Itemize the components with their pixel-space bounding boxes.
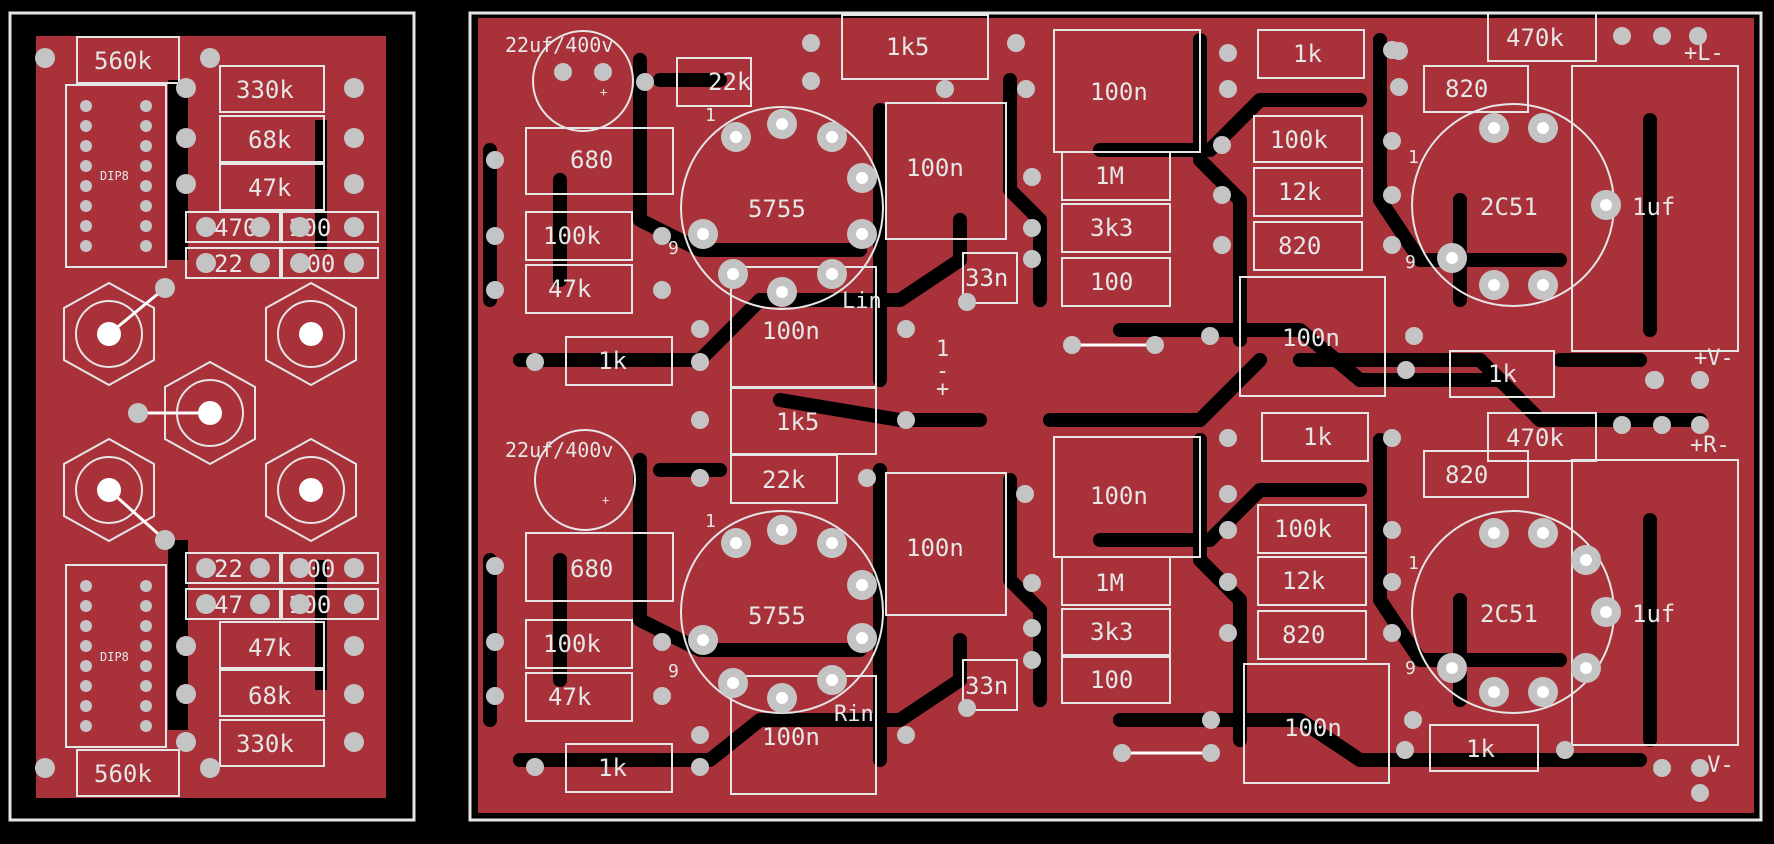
res-330k-top: 330k (236, 76, 294, 104)
cap-100n-d: 100n (1282, 324, 1340, 352)
polarity-mid-1: 1 (936, 337, 949, 362)
cap-100n-h: 100n (1284, 714, 1342, 742)
res-3k3-top: 3k3 (1090, 214, 1133, 242)
res-1k-top-mid: 1k (1293, 40, 1322, 68)
res-22k-bottom: 22k (762, 466, 806, 494)
res-1k5-bottom: 1k5 (776, 408, 819, 436)
res-820-top-mid: 820 (1278, 232, 1321, 260)
cap-22uf-bottom: 22uf/400v (505, 438, 613, 462)
tube-pin1-top-right: 1 (1408, 147, 1419, 168)
cap-33n-top: 33n (965, 264, 1008, 292)
supply-l: +L- (1684, 41, 1724, 66)
upper-ic: DIP8 (65, 84, 167, 268)
cap-22uf-top: 22uf/400v (505, 33, 613, 57)
input-jacks (63, 281, 357, 543)
res-1k-bottom-mid: 1k (1303, 423, 1332, 451)
res-560k-top: 560k (94, 47, 152, 75)
tube-5755-bottom: 5755 (748, 602, 806, 630)
lower-ic-label: DIP8 (100, 650, 129, 664)
res-1m-top: 1M (1095, 162, 1124, 190)
polarity-mid-plus: + (936, 377, 949, 402)
res-47-bottom: 47 (214, 591, 243, 619)
res-680-bottom: 680 (570, 555, 613, 583)
res-680-top: 680 (570, 146, 613, 174)
res-100k-bottom-left: 100k (543, 630, 601, 658)
tube-pin1-top-left: 1 (705, 105, 716, 126)
polarity-top-cap: + (600, 85, 607, 99)
res-100k-top-right: 100k (1270, 126, 1328, 154)
tube-pin9-top-right: 9 (1405, 252, 1416, 273)
res-47k-top-left: 47k (548, 275, 592, 303)
res-1k-top-right: 1k (1488, 360, 1517, 388)
res-100-bottom: 100 (1090, 666, 1133, 694)
upper-ic-label: DIP8 (100, 169, 129, 183)
res-47k-bottom: 47k (248, 634, 292, 662)
res-68k-bottom: 68k (248, 682, 292, 710)
supply-r: +R- (1690, 433, 1730, 458)
res-12k-top: 12k (1278, 178, 1322, 206)
cap-100n-b: 100n (762, 317, 820, 345)
cap-100n-c: 100n (1090, 78, 1148, 106)
res-22-top: 22 (214, 250, 243, 278)
res-47k-top: 47k (248, 174, 292, 202)
cap-100n-e: 100n (906, 534, 964, 562)
res-3k3-bottom: 3k3 (1090, 618, 1133, 646)
res-820-bottom-mid: 820 (1282, 621, 1325, 649)
cap-100n-g: 100n (1090, 482, 1148, 510)
res-100k-top-left: 100k (543, 222, 601, 250)
res-470k-bottom: 470k (1506, 424, 1564, 452)
tube-5755-top: 5755 (748, 195, 806, 223)
res-22-bottom: 22 (214, 555, 243, 583)
res-68k-top: 68k (248, 126, 292, 154)
res-22k-top: 22k (708, 68, 752, 96)
res-1k-bottom-left: 1k (598, 754, 627, 782)
res-560k-bottom: 560k (94, 760, 152, 788)
cap-100n-f: 100n (762, 723, 820, 751)
tube-2c51-bottom: 2C51 (1480, 600, 1538, 628)
left-board: DIP8 DIP8 (8, 11, 416, 822)
res-1k-top-left: 1k (598, 347, 627, 375)
supply-v-top: +V- (1694, 346, 1734, 371)
res-100-top: 100 (1090, 268, 1133, 296)
res-47k-bottom-left: 47k (548, 683, 592, 711)
res-330k-bottom: 330k (236, 730, 294, 758)
lower-ic: DIP8 (65, 564, 167, 748)
res-820-bottom-right: 820 (1445, 461, 1488, 489)
res-820-top-right: 820 (1445, 75, 1488, 103)
cap-1uf-bottom: 1uf (1632, 600, 1675, 628)
tube-pin9-top-left: 9 (668, 238, 679, 259)
res-12k-bottom: 12k (1282, 567, 1326, 595)
res-1m-bottom: 1M (1095, 569, 1124, 597)
tube-pin1-bottom-left: 1 (705, 511, 716, 532)
tube-pin1-bottom-right: 1 (1408, 553, 1419, 574)
tube-2c51-top: 2C51 (1480, 193, 1538, 221)
right-board: 22uf/400v 22uf/400v 5755 5755 2C51 2C51 … (468, 11, 1763, 822)
cap-33n-bottom: 33n (965, 672, 1008, 700)
res-100k-bottom-right: 100k (1274, 515, 1332, 543)
res-470k-top: 470k (1506, 24, 1564, 52)
polarity-bottom-cap: + (602, 493, 609, 507)
tube-pin9-bottom-right: 9 (1405, 658, 1416, 679)
tube-pin9-bottom-left: 9 (668, 661, 679, 682)
res-1k-bottom-right: 1k (1466, 735, 1495, 763)
cap-100n-a: 100n (906, 154, 964, 182)
cap-1uf-top: 1uf (1632, 193, 1675, 221)
label-lin: Lin (842, 289, 882, 314)
label-rin: Rin (834, 702, 874, 727)
input-caps (532, 30, 636, 531)
res-1k5-top: 1k5 (886, 33, 929, 61)
polarity-mid-minus: - (936, 359, 949, 384)
